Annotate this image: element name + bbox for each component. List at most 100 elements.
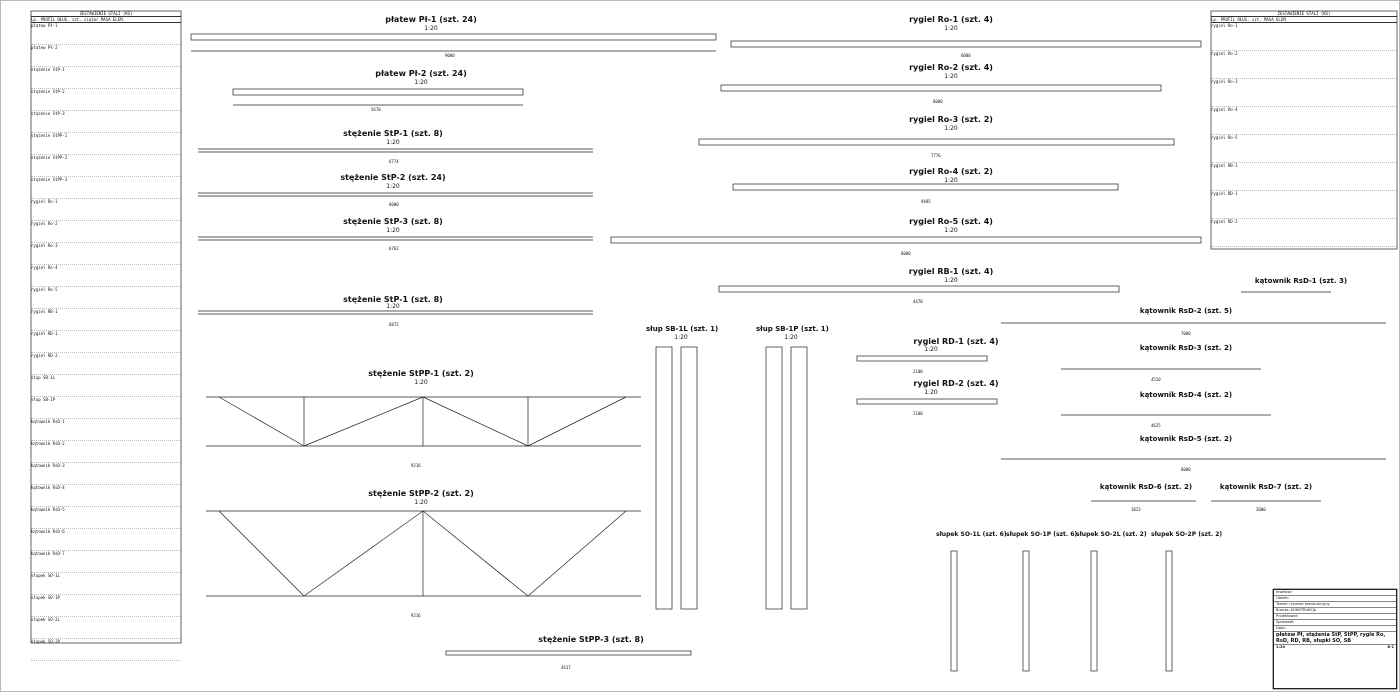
- table-row: stężenie StPP-1: [31, 133, 181, 155]
- drawing-title: płatew Pł, stężenia StP, StPP, rygle Ro,…: [1274, 632, 1396, 645]
- title-block: Inwestor:Obiekt:Temat: rysunek konstrukc…: [1273, 589, 1397, 689]
- dim-ro3: 7776: [931, 153, 941, 158]
- table-row: rygiel RD-2: [1211, 219, 1397, 247]
- title-rd2: rygiel RD-2 (szt. 4): [913, 379, 999, 388]
- table-row: kątownik RsD-7: [31, 551, 181, 573]
- title-sb1p: słup SB-1P (szt. 1): [756, 325, 829, 333]
- title-block-line: Sprawdził:: [1274, 620, 1396, 626]
- table-row: płatew Pł-2: [31, 45, 181, 67]
- table-row: rygiel Ro-1: [31, 199, 181, 221]
- dim-rsd2: 7000: [1181, 331, 1191, 336]
- scale-ro2: 1:20: [944, 73, 958, 80]
- dim-stp2: 6000: [389, 202, 399, 207]
- table-row: kątownik RsD-2: [31, 441, 181, 463]
- dim-rsd5: 6000: [1181, 467, 1191, 472]
- scale-stp2: 1:20: [386, 183, 400, 190]
- right-table-title: ZESTAWIENIE STALI (KG): [1211, 11, 1397, 17]
- scale-ro3: 1:20: [944, 125, 958, 132]
- title-block-line: Temat: rysunek konstrukcyjny: [1274, 602, 1396, 608]
- title-ro5: rygiel Ro-5 (szt. 4): [909, 217, 993, 226]
- title-so1l: słupek SO-1L (szt. 6): [936, 531, 1007, 538]
- table-row: rygiel Ro-3: [31, 243, 181, 265]
- table-row: stężenie StP-3: [31, 111, 181, 133]
- dim-stpp1: 9216: [411, 463, 421, 468]
- dim-rd2: 2100: [913, 411, 923, 416]
- left-table-headers: Lp. PROFIL DŁUG. szt. ciężar MASA ELEM.: [31, 17, 181, 23]
- scale-stp1b: 1:20: [386, 303, 400, 310]
- title-block-line: Inwestor:: [1274, 590, 1396, 596]
- title-stp3: stężenie StP-3 (szt. 8): [343, 217, 443, 226]
- title-rd1: rygiel RD-1 (szt. 4): [913, 337, 999, 346]
- dim-stp1: 6774: [389, 159, 399, 164]
- dim-stpp3: 4417: [561, 665, 571, 670]
- scale-ro4: 1:20: [944, 177, 958, 184]
- table-row: rygiel RD-1: [1211, 191, 1397, 219]
- title-sb1l: słup SB-1L (szt. 1): [646, 325, 719, 333]
- table-row: kątownik RsD-3: [31, 463, 181, 485]
- scale-rd2: 1:20: [924, 389, 938, 396]
- title-pl1: płatew Pł-1 (szt. 24): [385, 15, 477, 24]
- table-row: rygiel RD-2: [31, 353, 181, 375]
- title-stp1: stężenie StP-1 (szt. 8): [343, 129, 443, 138]
- table-row: rygiel Ro-4: [1211, 107, 1397, 135]
- scale-stpp2: 1:20: [414, 499, 428, 506]
- title-rsd4: kątownik RsD-4 (szt. 2): [1139, 391, 1233, 399]
- right-steel-table: ZESTAWIENIE STALI (KG) Lp. PROFIL DŁUG. …: [1211, 11, 1397, 247]
- table-row: rygiel Ro-5: [31, 287, 181, 309]
- title-rsd1: kątownik RsD-1 (szt. 3): [1254, 277, 1348, 285]
- table-row: słupek SO-2P: [31, 639, 181, 661]
- table-row: stężenie StP-2: [31, 89, 181, 111]
- right-table-headers: Lp. PROFIL DŁUG. szt. MASA ELEM.: [1211, 17, 1397, 23]
- table-row: kątownik RsD-4: [31, 485, 181, 507]
- dim-rb1: 4470: [913, 299, 923, 304]
- title-ro3: rygiel Ro-3 (szt. 2): [909, 115, 993, 124]
- title-rsd3: kątownik RsD-3 (szt. 2): [1139, 344, 1233, 352]
- table-row: stężenie StPP-3: [31, 177, 181, 199]
- dim-rsd6: 1023: [1131, 507, 1141, 512]
- table-row: rygiel Ro-5: [1211, 135, 1397, 163]
- left-steel-table: ZESTAWIENIE STALI (KG) Lp. PROFIL DŁUG. …: [31, 11, 181, 661]
- title-block-line: Branża: KONSTRUKCJA: [1274, 608, 1396, 614]
- title-rsd2: kątownik RsD-2 (szt. 5): [1139, 307, 1233, 315]
- table-row: stężenie StPP-2: [31, 155, 181, 177]
- table-row: słupek SO-1P: [31, 595, 181, 617]
- table-row: słup SB-1L: [31, 375, 181, 397]
- scale-sb1l: 1:20: [674, 334, 688, 341]
- table-row: rygiel RD-1: [31, 331, 181, 353]
- scale-rd1: 1:20: [924, 346, 938, 353]
- dim-rsd3: 4520: [1151, 377, 1161, 382]
- title-rsd5: kątownik RsD-5 (szt. 2): [1139, 435, 1233, 443]
- dim-stp3: 6762: [389, 246, 399, 251]
- title-ro2: rygiel Ro-2 (szt. 4): [909, 63, 993, 72]
- title-ro4: rygiel Ro-4 (szt. 2): [909, 167, 993, 176]
- title-block-scale-row: 1:20 K-1: [1274, 645, 1396, 650]
- table-row: rygiel Ro-4: [31, 265, 181, 287]
- title-block-sheet-no: K-1: [1387, 645, 1394, 649]
- dim-ro4: 9485: [921, 199, 931, 204]
- dim-rsd7: 2000: [1256, 507, 1266, 512]
- dim-ro2: 6000: [933, 99, 943, 104]
- title-stpp1: stężenie StPP-1 (szt. 2): [368, 369, 474, 378]
- table-row: słup SB-1P: [31, 397, 181, 419]
- title-so2p: słupek SO-2P (szt. 2): [1151, 531, 1223, 538]
- dim-rsd4: 4625: [1151, 423, 1161, 428]
- title-pl2: płatew Pł-2 (szt. 24): [375, 69, 467, 78]
- scale-pl1: 1:20: [424, 25, 438, 32]
- table-row: rygiel Ro-2: [1211, 51, 1397, 79]
- title-block-lines: Inwestor:Obiekt:Temat: rysunek konstrukc…: [1274, 590, 1396, 632]
- title-block-scale: 1:20: [1276, 645, 1285, 649]
- scale-ro1: 1:20: [944, 25, 958, 32]
- dim-ro1: 6000: [961, 53, 971, 58]
- dim-pl2-total: 5670: [371, 107, 381, 112]
- title-stpp3: stężenie StPP-3 (szt. 8): [538, 635, 644, 644]
- dim-stp1b: 6872: [389, 322, 399, 327]
- table-row: słupek SO-2L: [31, 617, 181, 639]
- table-row: kątownik RsD-5: [31, 507, 181, 529]
- table-row: stężenie StP-1: [31, 67, 181, 89]
- table-row: rygiel Ro-1: [1211, 23, 1397, 51]
- scale-sb1p: 1:20: [784, 334, 798, 341]
